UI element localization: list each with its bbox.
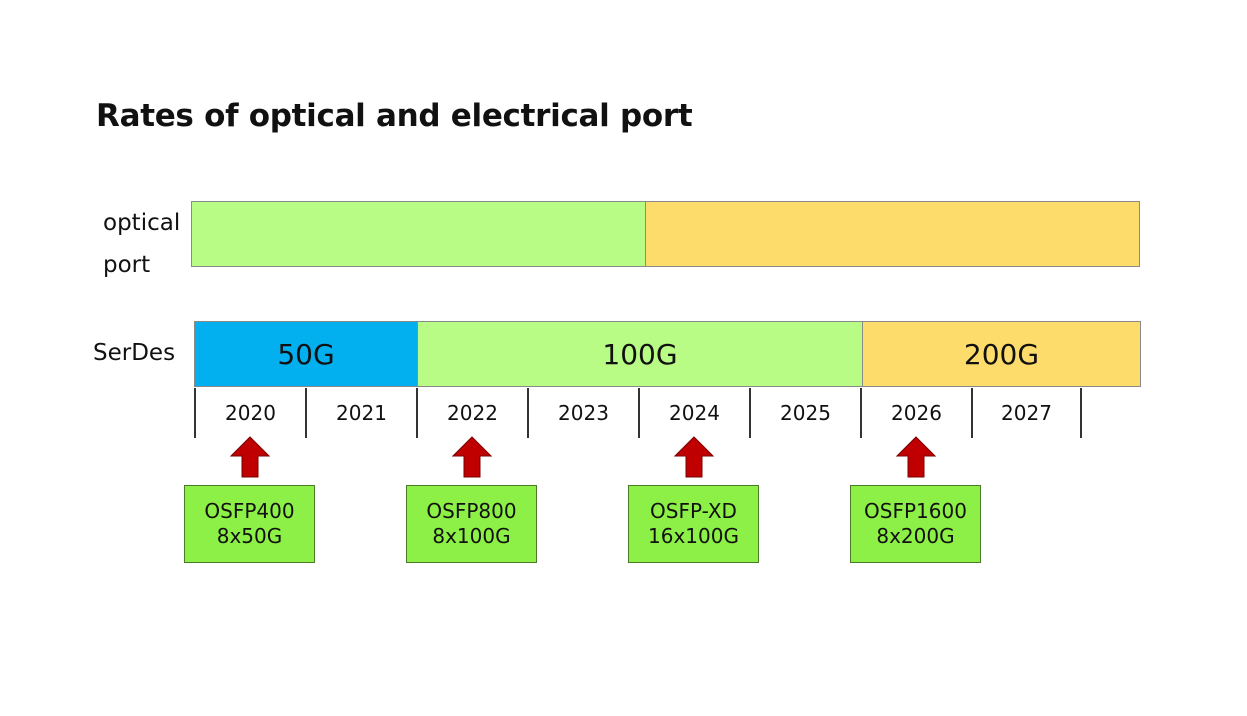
optical-segment-2 (645, 202, 1139, 266)
year-2022: 2022 (416, 388, 527, 438)
page-title: Rates of optical and electrical port (96, 98, 693, 134)
product-lanes: 16x100G (648, 524, 739, 548)
serdes-segment-100g: 100G (417, 322, 862, 386)
optical-segment-1 (192, 202, 646, 266)
product-name: OSFP800 (426, 499, 517, 523)
up-arrow-icon (451, 436, 492, 478)
serdes-segment-200g: 200G (862, 322, 1140, 386)
serdes-segment-50g: 50G (195, 322, 417, 386)
year-2024: 2024 (638, 388, 749, 438)
product-name: OSFP1600 (864, 499, 967, 523)
year-2026: 2026 (860, 388, 971, 438)
up-arrow-icon (673, 436, 714, 478)
up-arrow-icon (895, 436, 936, 478)
product-lanes: 8x200G (876, 524, 955, 548)
product-name: OSFP-XD (650, 499, 737, 523)
year-2023: 2023 (527, 388, 638, 438)
optical-port-label: optical port (103, 202, 180, 286)
year-2027: 2027 (971, 388, 1082, 438)
year-2025: 2025 (749, 388, 860, 438)
serdes-label: SerDes (93, 340, 176, 366)
product-lanes: 8x50G (216, 524, 283, 548)
up-arrow-icon (229, 436, 270, 478)
year-2020: 2020 (194, 388, 305, 438)
product-name: OSFP400 (204, 499, 295, 523)
optical-port-label-text: optical port (103, 210, 181, 278)
year-2021: 2021 (305, 388, 416, 438)
optical-port-rate-bar (191, 201, 1140, 267)
product-lanes: 8x100G (432, 524, 511, 548)
